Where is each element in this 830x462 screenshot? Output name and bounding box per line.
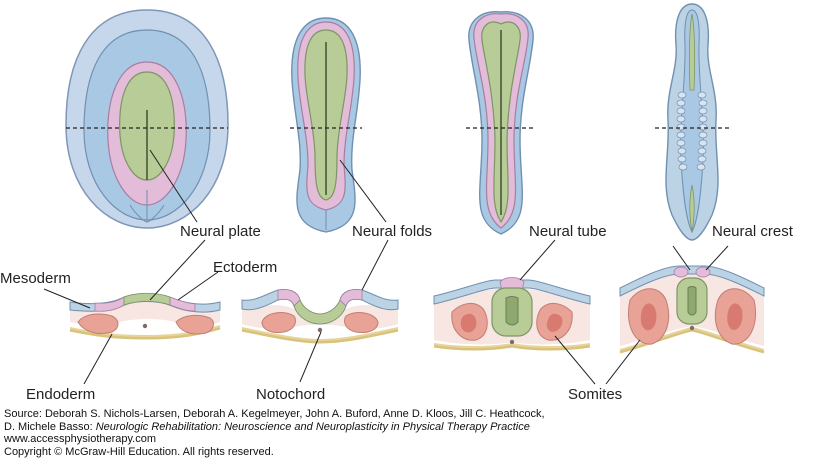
somite-column-right [696, 91, 708, 171]
source-caption: Source: Deborah S. Nichols-Larsen, Debor… [4, 408, 826, 458]
section-neural-tube [433, 277, 591, 351]
label-ectoderm: Ectoderm [213, 259, 277, 276]
caption-copyright: Copyright © McGraw-Hill Education. All r… [4, 445, 274, 458]
somite-column-left [676, 91, 688, 171]
label-neural-crest: Neural crest [712, 223, 794, 240]
label-neural-tube: Neural tube [529, 223, 607, 240]
embryo-neural-folds-stage [291, 17, 361, 233]
label-somites: Somites [568, 386, 622, 403]
label-neural-plate: Neural plate [180, 223, 261, 240]
embryo-somite-stage [665, 3, 719, 241]
label-neural-folds: Neural folds [352, 223, 432, 240]
caption-title-line: D. Michele Basso: Neurologic Rehabilitat… [4, 421, 826, 434]
neurulation-diagram: Neural plate Neural folds Neural tube Ne… [0, 3, 794, 403]
section-neural-folds [241, 289, 399, 344]
caption-book-title: Neurologic Rehabilitation: Neuroscience … [95, 420, 530, 433]
section-neural-crest [619, 265, 765, 354]
label-notochord: Notochord [256, 386, 325, 403]
section-neural-plate [69, 292, 221, 357]
label-endoderm: Endoderm [26, 386, 95, 403]
caption-authors: D. Michele Basso: [4, 420, 96, 433]
caption-website: www.accessphysiotherapy.com [4, 433, 157, 445]
embryo-neural-tube-stage [468, 11, 534, 235]
label-mesoderm: Mesoderm [0, 270, 71, 287]
embryo-neural-plate-stage [65, 9, 229, 229]
caption-source-line: Source: Deborah S. Nichols-Larsen, Debor… [4, 408, 545, 420]
leader-lines [43, 149, 729, 385]
